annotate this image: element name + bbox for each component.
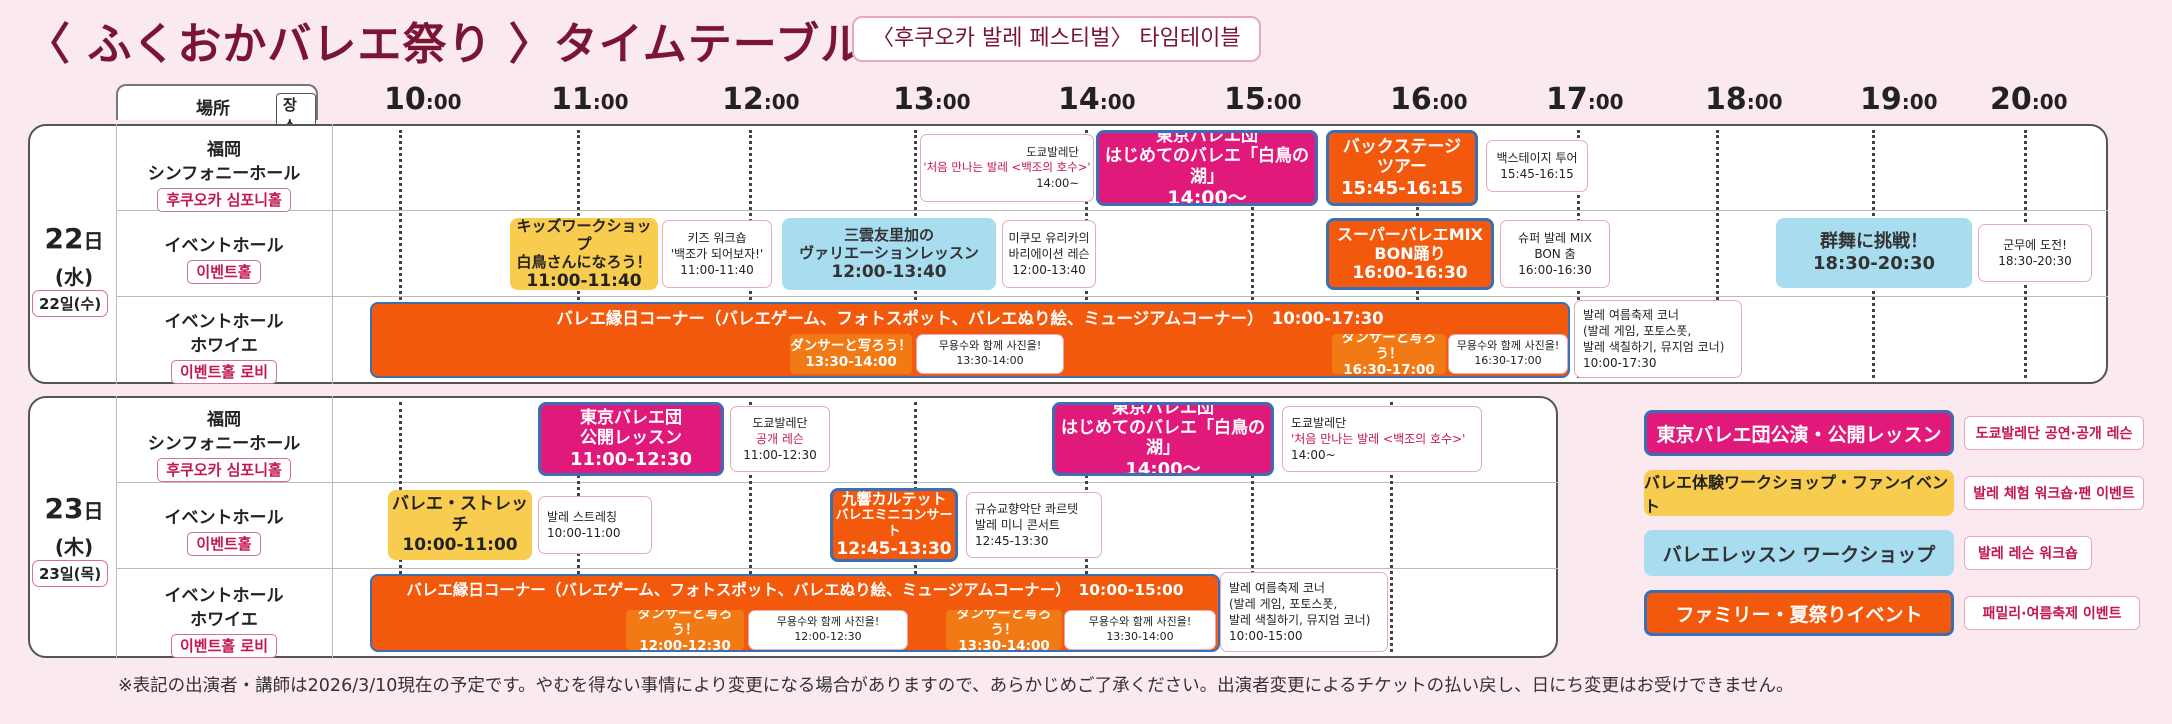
event-note: 키즈 워크숍'백조가 되어보자!'11:00-11:40 (662, 220, 772, 288)
venue-event-hall: イベントホール 이벤트홀 (124, 506, 324, 556)
legend-label-korean: 발레 체험 워크숍·팬 이벤트 (1964, 476, 2144, 510)
legend-label-korean: 패밀리·여름축제 이벤트 (1964, 596, 2140, 630)
time-gridline (1251, 402, 1254, 652)
hour-label: 13:00 (893, 82, 971, 117)
event-note: 도쿄발레단 '처음 만나는 발레 <백조의 호수>' 14:00~ (920, 134, 1094, 202)
hour-label: 17:00 (1546, 82, 1624, 117)
event-sub-block[interactable]: ダンサーと写ろう！13:30-14:00 (790, 334, 912, 374)
event-note: 무용수와 함께 사진을!13:30-14:00 (916, 334, 1064, 374)
divider (332, 124, 333, 384)
venue-column-header: 場所 장소 (116, 84, 318, 137)
venue-event-hall-foyer: イベントホールホワイエ 이벤트홀 로비 (124, 310, 324, 384)
footnote: ※表記の出演者・講師は2026/3/10現在の予定です。やむを得ない事情により変… (118, 676, 1794, 696)
divider (116, 210, 2108, 211)
hour-label: 15:00 (1224, 82, 1302, 117)
event-sub-block[interactable]: ダンサーと写ろう！12:00-12:30 (626, 610, 744, 650)
day-label-23-korean: 23일(목) (32, 560, 109, 587)
legend-swatch: バレエ体験ワークショップ・ファンイベント (1644, 470, 1954, 516)
hour-label: 20:00 (1990, 82, 2068, 117)
venue-event-hall-foyer: イベントホールホワイエ 이벤트홀 로비 (124, 584, 324, 658)
day-label-22: 22日(水) (44, 222, 104, 289)
divider (116, 396, 117, 658)
divider (116, 482, 1558, 483)
divider (332, 396, 333, 658)
event-sub-block[interactable]: ダンサーと写ろう！16:30-17:00 (1332, 334, 1446, 374)
legend-label-korean: 발레 레슨 워크숍 (1964, 536, 2092, 570)
legend-label-korean: 도쿄발레단 공연·공개 레슨 (1964, 416, 2144, 450)
event-block[interactable]: 東京バレエ団はじめてのバレエ「白鳥の湖」14:00～ (1052, 402, 1274, 476)
venue-symphony-hall: 福岡シンフォニーホール 후쿠오카 심포니홀 (124, 138, 324, 212)
hour-label: 18:00 (1705, 82, 1783, 117)
hour-label: 14:00 (1058, 82, 1136, 117)
legend-swatch: バレエレッスン ワークショップ (1644, 530, 1954, 576)
event-block[interactable]: 東京バレエ団はじめてのバレエ「白鳥の湖」14:00～ (1096, 130, 1318, 206)
divider (116, 568, 1558, 569)
hour-label: 12:00 (722, 82, 800, 117)
event-note: 무용수와 함께 사진을!12:00-12:30 (748, 610, 908, 650)
day-label-22-korean: 22일(수) (32, 290, 109, 317)
time-gridline (399, 130, 402, 378)
legend-swatch: ファミリー・夏祭りイベント (1644, 590, 1954, 636)
time-gridline (1716, 130, 1719, 378)
event-note: 무용수와 함께 사진을!13:30-14:00 (1064, 610, 1216, 650)
divider (116, 296, 2108, 297)
time-gridline (749, 402, 752, 652)
page-title-korean: 〈후쿠오카 발레 페스티벌〉 타임테이블 (852, 16, 1261, 62)
event-block[interactable]: キッズワークショップ白鳥さんになろう！11:00-11:40 (510, 218, 658, 290)
venue-header-label: 場所 (196, 99, 230, 119)
event-note: 도쿄발레단'처음 만나는 발레 <백조의 호수>'14:00~ (1282, 406, 1482, 472)
hour-label: 10:00 (384, 82, 462, 117)
event-block[interactable]: 群舞に挑戦！18:30-20:30 (1776, 218, 1972, 288)
page-title: 〈 ふくおかバレエ祭り 〉タイムテーブル (26, 19, 866, 70)
venue-event-hall: イベントホール 이벤트홀 (124, 234, 324, 284)
event-note: 발레 여름축제 코너(발레 게임, 포토스폿,발레 색칠하기, 뮤지엄 코너)1… (1220, 572, 1388, 652)
hour-label: 19:00 (1860, 82, 1938, 117)
event-note: 무용수와 함께 사진을!16:30-17:00 (1448, 334, 1568, 374)
hour-label: 16:00 (1390, 82, 1468, 117)
time-gridline (1251, 130, 1254, 378)
event-note: 군무에 도전!18:30-20:30 (1978, 224, 2092, 282)
legend-swatch: 東京バレエ団公演・公開レッスン (1644, 410, 1954, 456)
event-note: 발레 여름축제 코너(발레 게임, 포토스폿,발레 색칠하기, 뮤지엄 코너)1… (1574, 300, 1742, 378)
time-gridline (1390, 402, 1393, 652)
hour-label: 11:00 (551, 82, 629, 117)
venue-symphony-hall: 福岡シンフォニーホール 후쿠오카 심포니홀 (124, 408, 324, 482)
day-label-23: 23日(木) (44, 492, 104, 559)
divider (116, 124, 117, 384)
event-sub-block[interactable]: ダンサーと写ろう！13:30-14:00 (946, 610, 1062, 650)
